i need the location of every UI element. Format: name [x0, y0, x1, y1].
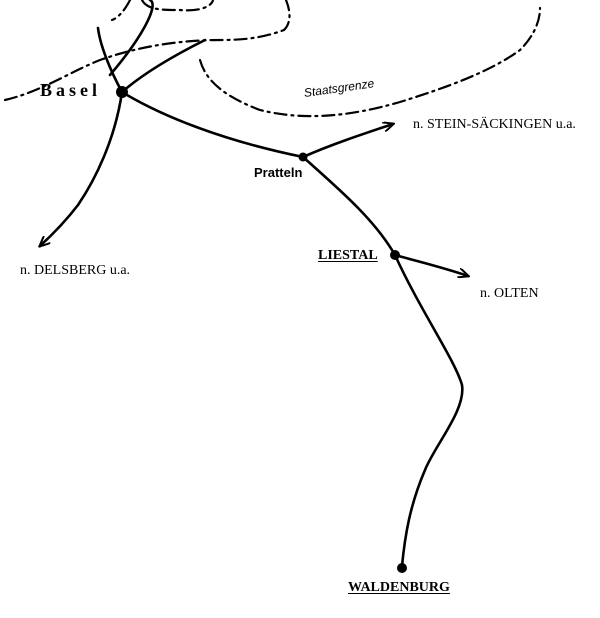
- station-basel-dot: [116, 86, 128, 98]
- state-border: [3, 0, 542, 118]
- line-basel-loop: [108, 0, 154, 77]
- line-basel-northeast: [120, 38, 207, 94]
- line-pratteln-liestal: [301, 155, 397, 257]
- label-liestal: LIESTAL: [318, 248, 378, 263]
- line-liestal-olten: [393, 253, 468, 276]
- label-pratteln: Pratteln: [254, 165, 303, 180]
- station-liestal-dot: [390, 250, 400, 260]
- label-waldenburg: WALDENBURG: [348, 580, 450, 595]
- line-pratteln-stein-saeckingen: [301, 124, 393, 159]
- line-basel-north: [96, 26, 124, 94]
- stations: [116, 86, 407, 573]
- line-basel-delsberg: [40, 90, 124, 246]
- station-waldenburg-dot: [397, 563, 407, 573]
- station-pratteln-dot: [298, 152, 308, 162]
- label-olten: n. OLTEN: [480, 286, 539, 301]
- rail-lines: [40, 0, 468, 568]
- border-line-west: [3, 0, 291, 102]
- label-basel: Basel: [40, 80, 102, 100]
- line-liestal-waldenburg: [393, 253, 464, 568]
- label-stein-saeckingen: n. STEIN-SÄCKINGEN u.a.: [413, 117, 576, 132]
- border-line-small: [110, 0, 132, 22]
- border-line-north: [140, 0, 215, 12]
- line-basel-pratteln: [120, 90, 305, 159]
- border-line-east: [198, 6, 542, 118]
- label-delsberg: n. DELSBERG u.a.: [20, 263, 131, 278]
